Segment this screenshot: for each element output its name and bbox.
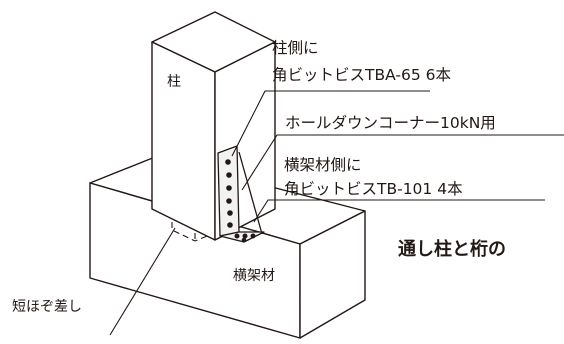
callout-beam-screws-line2: 角ビットビスTB-101 4本 [284,180,463,198]
callout-post-screws-line2: 角ビットビスTBA-65 6本 [272,66,451,84]
beam-label: 横架材 [233,268,275,284]
section-title-partial: 通し柱と桁の [398,238,506,260]
leader-lines [109,90,564,336]
hold-down-bracket [217,145,265,243]
post-label: 柱 [167,74,181,90]
vertical-post [151,11,276,241]
tenon-label: 短ほぞ差し [12,299,82,315]
callout-post-screws-line1: 柱側に [272,39,319,57]
callout-beam-screws-line1: 横架材側に [284,156,362,174]
callout-holddown: ホールダウンコーナー10kN用 [285,114,496,132]
